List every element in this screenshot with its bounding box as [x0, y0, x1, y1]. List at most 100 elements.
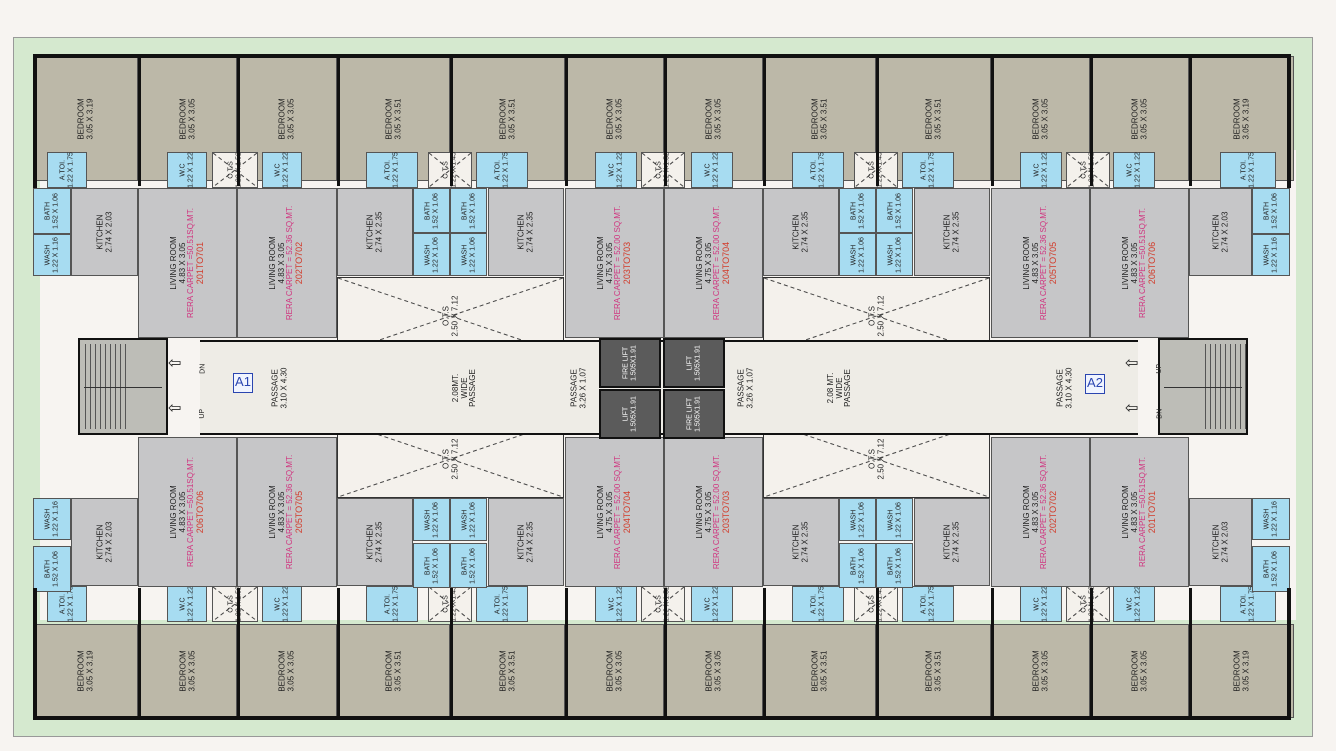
room-dimensions: 2.50 X 7.12 [875, 438, 885, 480]
wall [237, 588, 240, 718]
room-name: BEDROOM [383, 650, 393, 692]
room-dimensions: 3.05 X 3.05 [186, 650, 196, 692]
ots-cross-icon [764, 421, 989, 497]
room-dimensions: 3.05 X 3.51 [506, 98, 516, 139]
ots-cross-icon [213, 153, 257, 187]
room-name: A.TOI. [1240, 159, 1248, 181]
room-name: A.TOI. [494, 593, 502, 615]
unit-range: 206TO706 [1146, 241, 1157, 285]
room-name: BEDROOM [497, 650, 507, 692]
room-dimensions: 1.22 X 1.75 [502, 586, 509, 622]
room-name: BATH [423, 201, 431, 220]
room-name: KITCHEN [1210, 524, 1220, 560]
room-name: BEDROOM [1129, 97, 1139, 140]
toilet: A.TOI.1.22 X 1.75 [902, 152, 954, 188]
room-name: KITCHEN [94, 524, 104, 560]
block-label: A1 [233, 373, 253, 393]
room-dimensions: 3.10 X 4.30 [1064, 367, 1073, 408]
room-name: W.C [274, 597, 282, 611]
wall [664, 588, 667, 718]
room-name: WASH [849, 509, 857, 530]
stair-arrow-icon: ⇦ [168, 400, 182, 417]
room-name: A.TOI. [384, 159, 392, 181]
room-name: BEDROOM [604, 97, 614, 140]
room-name: WASH [849, 244, 857, 265]
room-name: BATH [423, 556, 431, 575]
room-label-line: PASSAGE [843, 368, 853, 407]
room-dimensions: 1.52 X 1.06 [894, 192, 902, 229]
room-dimensions: 1.22 X 1.16 [52, 237, 59, 273]
room-dimensions: 2.74 X 2.35 [374, 521, 383, 563]
room-dimensions: 1.22 X 1.75 [928, 586, 935, 622]
wall [33, 588, 36, 718]
ots-cross-icon [213, 587, 257, 621]
room-name: BEDROOM [1030, 97, 1040, 140]
wall [33, 716, 1291, 720]
room-name: W.C [179, 163, 187, 177]
room-dimensions: 1.22 X 1.75 [502, 152, 509, 188]
room-name: O.T.S [866, 448, 876, 470]
stair-tread [1205, 344, 1206, 429]
room-dimensions: 3.05 X 3.19 [84, 650, 94, 692]
staircase [1158, 338, 1248, 435]
room-label: A.TOI.1.22 X 1.75 [59, 152, 74, 188]
room-dimensions: 3.05 X 3.05 [1039, 98, 1049, 139]
room-dimensions: 1.22 X 1.22 [616, 152, 623, 188]
room-name: BEDROOM [809, 650, 819, 692]
room-dimensions: 1.22 X 1.22 [282, 152, 289, 188]
room-dimensions: 1.22 X 1.06 [431, 501, 439, 538]
room-name: O.T.S [227, 161, 235, 179]
room-name: BATH [849, 201, 857, 220]
room-name: A.TOI. [920, 593, 928, 615]
room-dimensions: 3.05 X 3.51 [818, 650, 828, 692]
room-name: KITCHEN [1210, 214, 1220, 250]
room-name: LIVING ROOM [168, 236, 178, 290]
wall [876, 54, 879, 186]
room-name: FIRE LIFT [622, 346, 630, 380]
room-name: LIFT [622, 406, 630, 422]
ots-shaft: O.T.S1.22 X 1.52 [641, 586, 685, 622]
room-label: A.TOI.1.22 X 1.75 [1240, 152, 1255, 188]
wall [33, 54, 36, 186]
room-dimensions: 3.05 X 3.51 [506, 650, 516, 692]
wall [450, 54, 453, 186]
room-dimensions: 1.505X1.91 [694, 345, 701, 381]
stair-direction-label: DN [1156, 408, 1164, 419]
room-dimensions: 1.22 X 1.16 [1271, 501, 1278, 537]
wall [337, 588, 340, 718]
